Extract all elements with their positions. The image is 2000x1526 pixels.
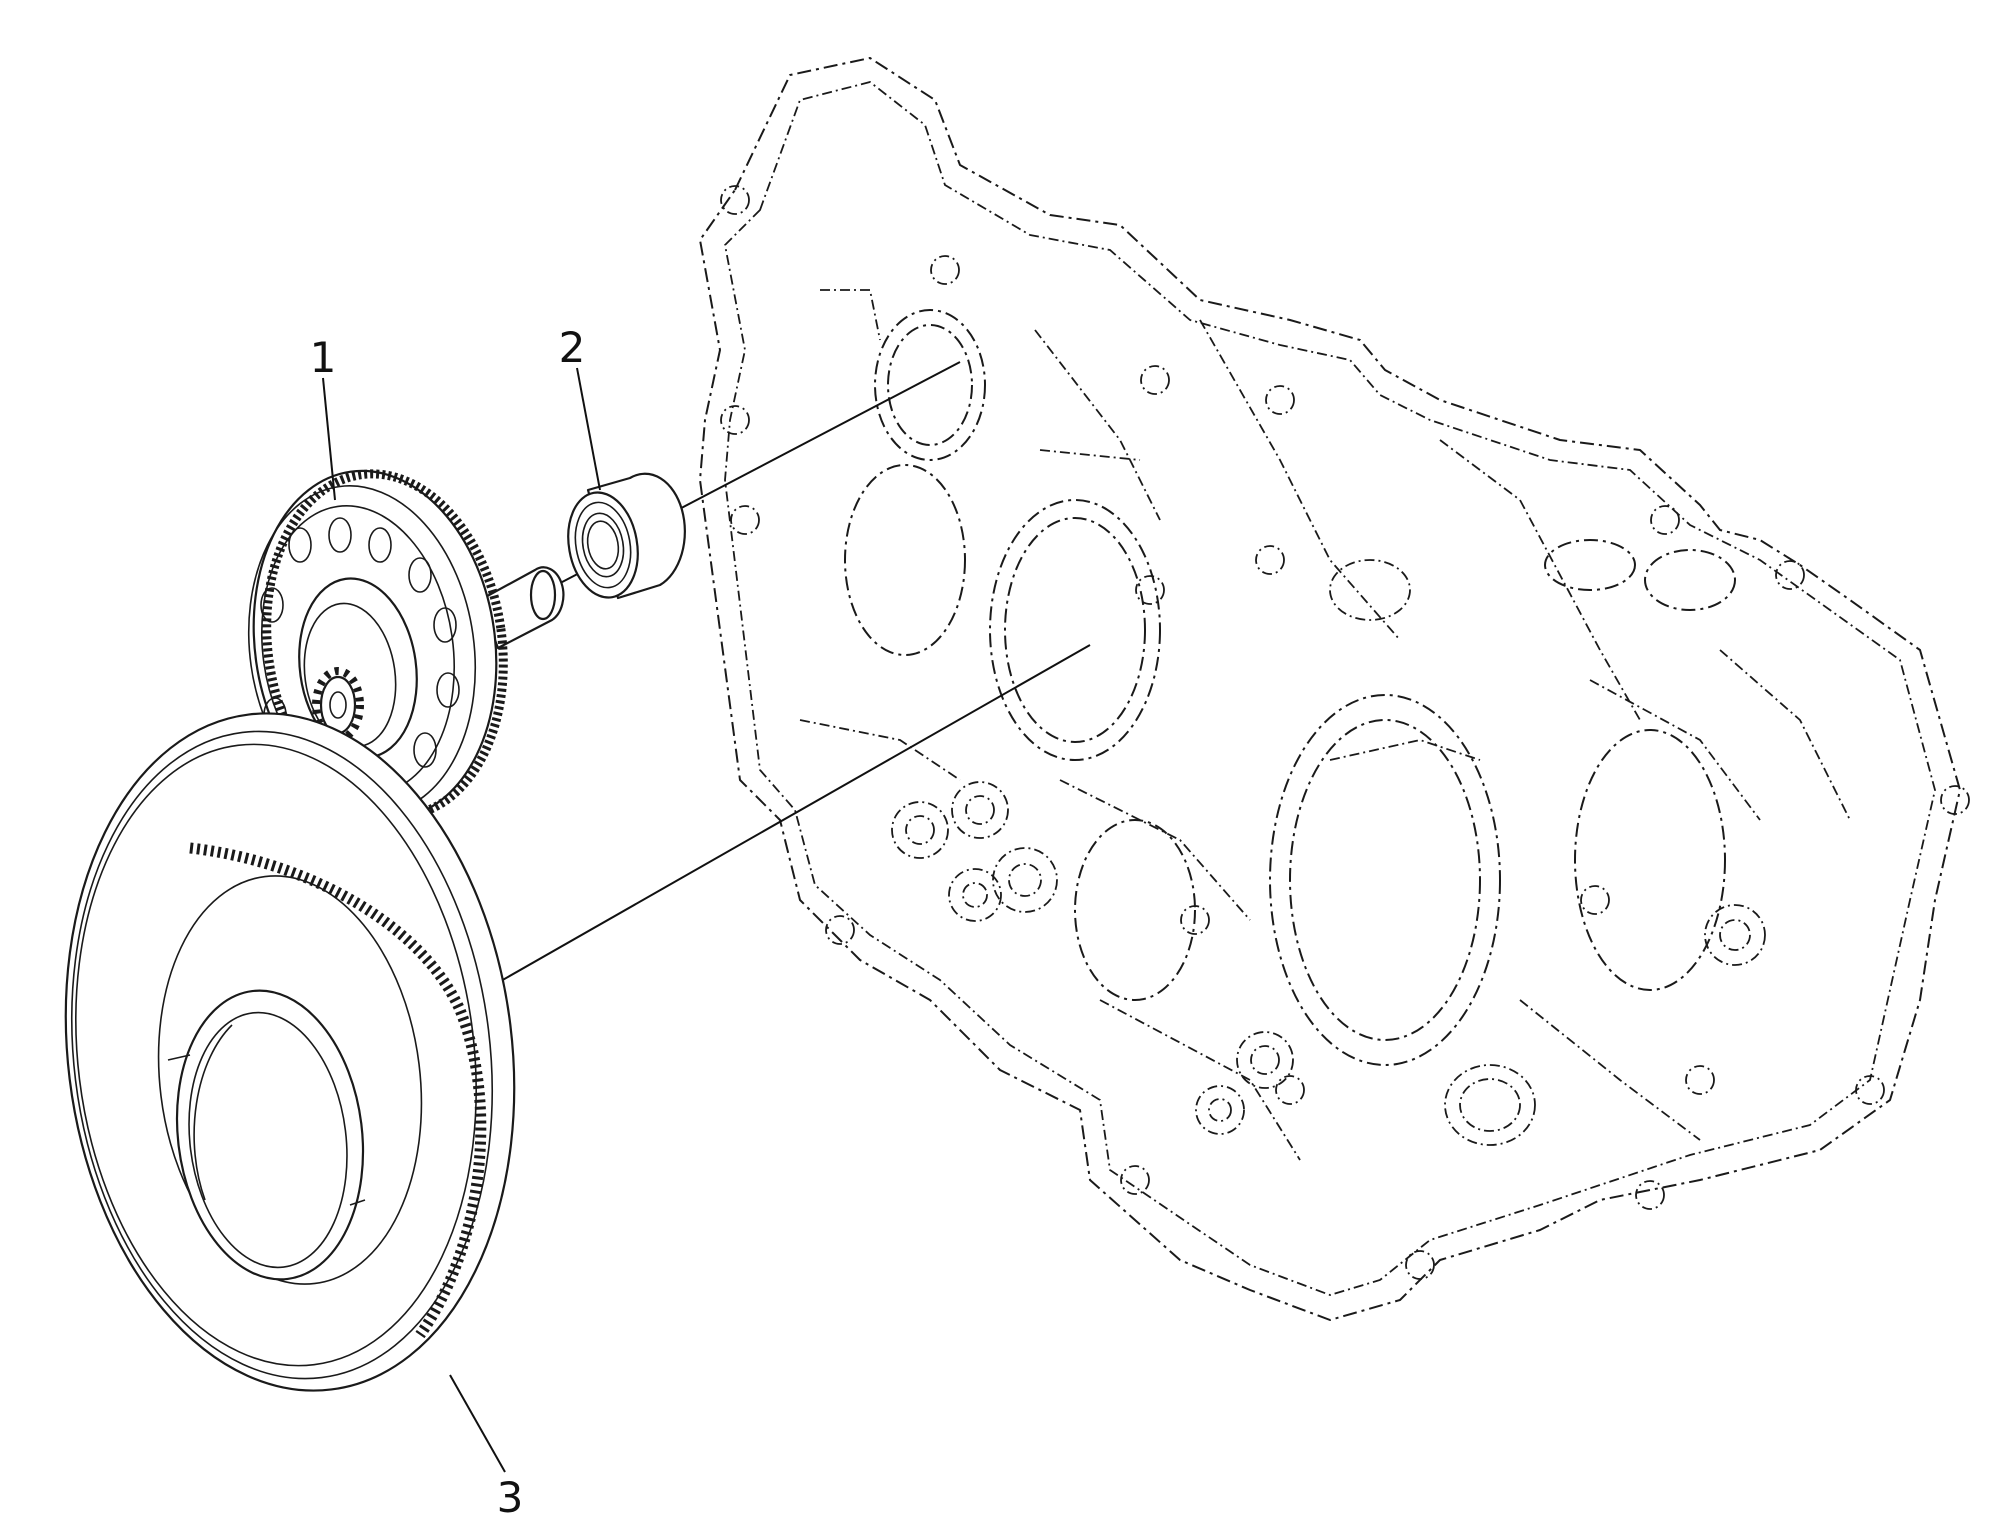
assembly-axes [449, 361, 1091, 1011]
crankcase-housing [699, 57, 1970, 1321]
axis-line-lower [449, 644, 1091, 1011]
part-3-ring-gear [64, 712, 516, 1392]
callout-label-2: 2 [559, 323, 586, 372]
callout-labels: 1 2 3 [310, 323, 586, 1522]
part-2-bearing [567, 472, 686, 600]
callout-label-1: 1 [310, 333, 337, 382]
axis-line-upper [667, 361, 961, 516]
callout-leaders [322, 367, 601, 1473]
leader-line-3 [449, 1374, 506, 1473]
callout-label-3: 3 [497, 1473, 524, 1522]
leader-line-1 [322, 377, 336, 501]
leader-line-2 [576, 367, 601, 491]
